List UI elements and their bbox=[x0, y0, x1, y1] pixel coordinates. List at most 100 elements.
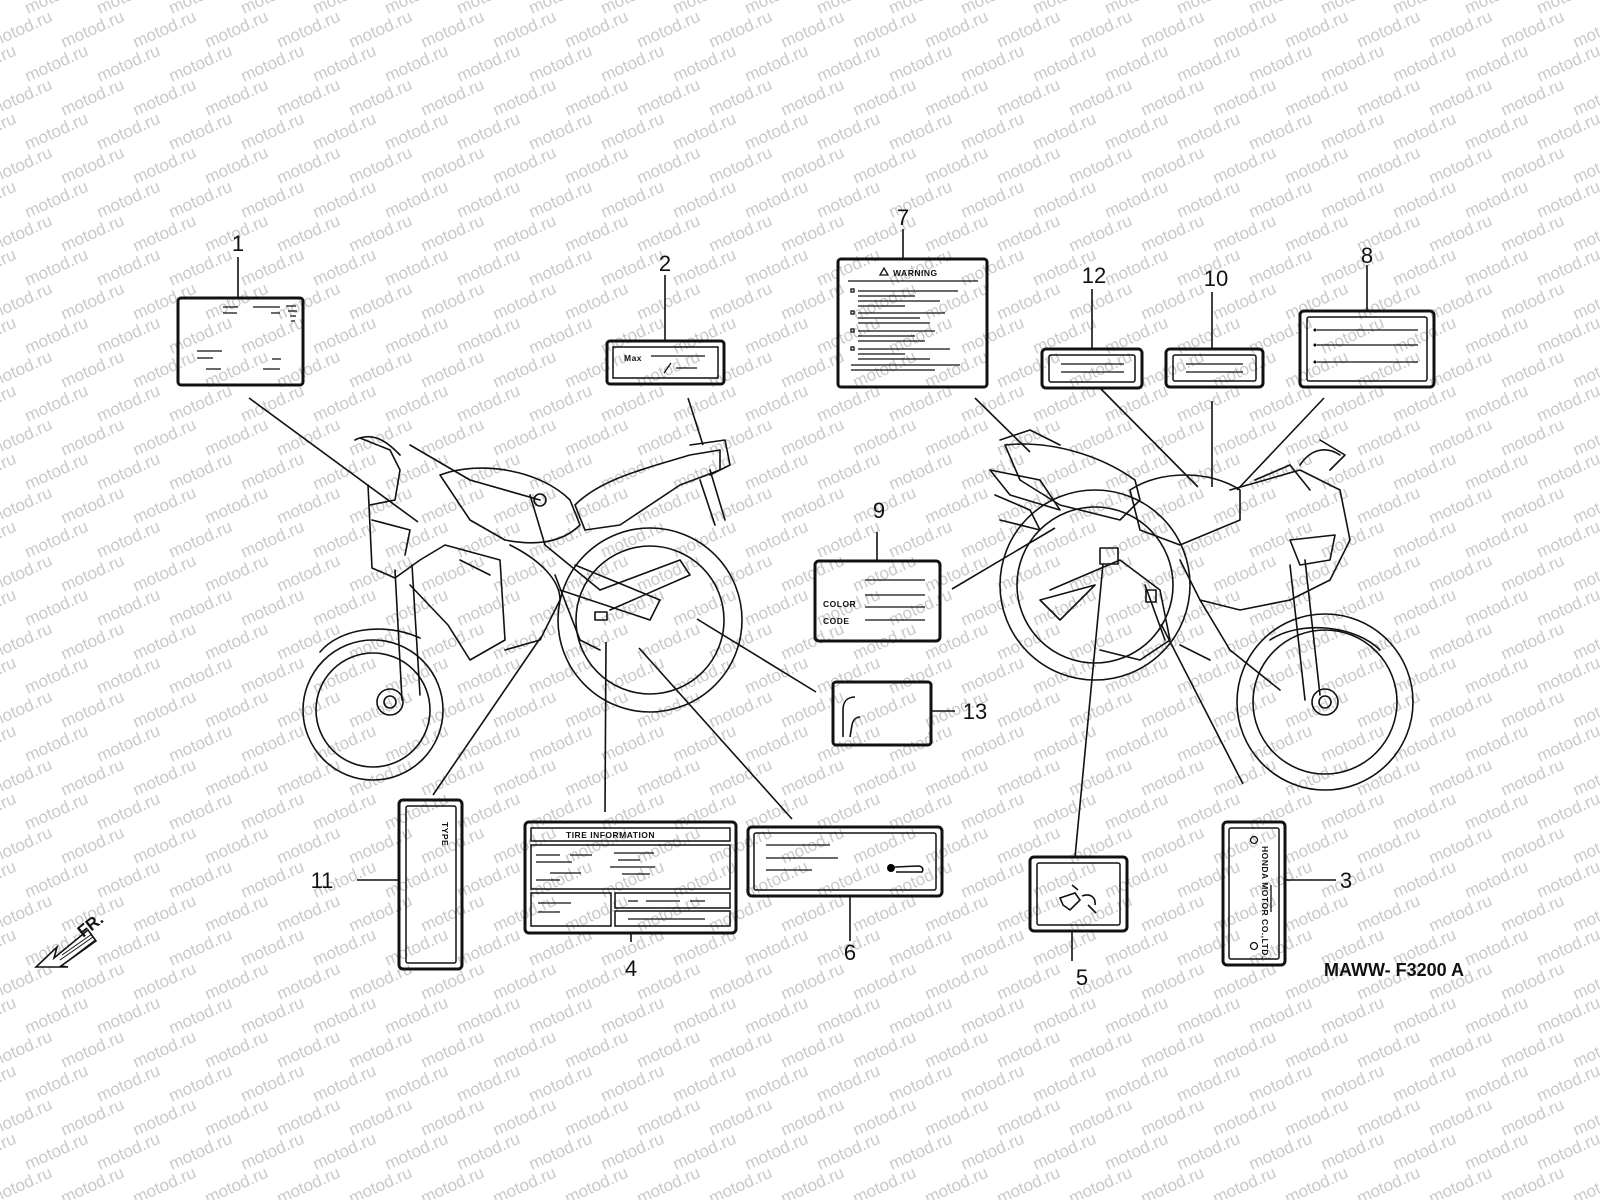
watermark-text: motod.ru bbox=[202, 75, 271, 120]
watermark-text: motod.ru bbox=[418, 1163, 487, 1200]
watermark-text: motod.ru bbox=[0, 245, 19, 290]
watermark-text: motod.ru bbox=[1138, 1027, 1207, 1072]
watermark-text: motod.ru bbox=[1390, 1129, 1459, 1174]
watermark-text: motod.ru bbox=[202, 959, 271, 1004]
watermark-text: motod.ru bbox=[1282, 211, 1351, 256]
watermark-text: motod.ru bbox=[1030, 1129, 1099, 1174]
watermark-text: motod.ru bbox=[166, 1061, 235, 1106]
watermark-text: motod.ru bbox=[1318, 1061, 1387, 1106]
watermark-text: motod.ru bbox=[1498, 687, 1567, 732]
watermark-text: motod.ru bbox=[454, 585, 523, 630]
watermark-text: motod.ru bbox=[922, 483, 991, 528]
watermark-text: motod.ru bbox=[1174, 857, 1243, 902]
watermark-text: motod.ru bbox=[706, 1163, 775, 1200]
watermark-text: motod.ru bbox=[958, 245, 1027, 290]
watermark-text: motod.ru bbox=[922, 755, 991, 800]
watermark-text: motod.ru bbox=[598, 789, 667, 834]
watermark-text: motod.ru bbox=[166, 857, 235, 902]
watermark-text: motod.ru bbox=[706, 687, 775, 732]
watermark-text: motod.ru bbox=[1210, 1163, 1279, 1200]
watermark-text: motod.ru bbox=[1426, 143, 1495, 188]
watermark-text: motod.ru bbox=[418, 75, 487, 120]
watermark-text: motod.ru bbox=[706, 143, 775, 188]
watermark-text: motod.ru bbox=[1498, 279, 1567, 324]
watermark-text: motod.ru bbox=[1462, 449, 1531, 494]
watermark-text: motod.ru bbox=[1354, 891, 1423, 936]
watermark-text: motod.ru bbox=[1066, 1095, 1135, 1140]
label-11-type-text: TYPE bbox=[440, 822, 450, 846]
watermark-text: motod.ru bbox=[1462, 857, 1531, 902]
watermark-text: motod.ru bbox=[310, 517, 379, 562]
watermark-text: motod.ru bbox=[562, 891, 631, 936]
watermark-text: motod.ru bbox=[202, 1095, 271, 1140]
watermark-text: motod.ru bbox=[454, 1129, 523, 1174]
watermark-text: motod.ru bbox=[1030, 517, 1099, 562]
watermark-text: motod.ru bbox=[598, 245, 667, 290]
watermark-text: motod.ru bbox=[742, 721, 811, 766]
watermark-text: motod.ru bbox=[490, 279, 559, 324]
watermark-text: motod.ru bbox=[562, 279, 631, 324]
watermark-text: motod.ru bbox=[130, 1163, 199, 1200]
label-1-graphic bbox=[176, 296, 305, 387]
watermark-text: motod.ru bbox=[562, 687, 631, 732]
watermark-text: motod.ru bbox=[922, 7, 991, 52]
watermark-text: motod.ru bbox=[202, 891, 271, 936]
callout-10: 10 bbox=[1204, 266, 1228, 291]
watermark-text: motod.ru bbox=[94, 857, 163, 902]
watermark-text: motod.ru bbox=[742, 109, 811, 154]
watermark-text: motod.ru bbox=[1354, 1095, 1423, 1140]
watermark-text: motod.ru bbox=[922, 891, 991, 936]
watermark-text: motod.ru bbox=[166, 449, 235, 494]
watermark-text: motod.ru bbox=[94, 1129, 163, 1174]
watermark-text: motod.ru bbox=[130, 1027, 199, 1072]
watermark-text: motod.ru bbox=[526, 41, 595, 86]
watermark-text: motod.ru bbox=[922, 1027, 991, 1072]
watermark-text: motod.ru bbox=[1318, 313, 1387, 358]
watermark-text: motod.ru bbox=[310, 313, 379, 358]
watermark-text: motod.ru bbox=[922, 1163, 991, 1200]
watermark-text: motod.ru bbox=[994, 959, 1063, 1004]
watermark-text: motod.ru bbox=[238, 313, 307, 358]
watermark-text: motod.ru bbox=[706, 211, 775, 256]
watermark-text: motod.ru bbox=[1138, 7, 1207, 52]
watermark-text: motod.ru bbox=[274, 1027, 343, 1072]
watermark-text: motod.ru bbox=[1462, 177, 1531, 222]
watermark-text: motod.ru bbox=[22, 109, 91, 154]
watermark-text: motod.ru bbox=[1390, 653, 1459, 698]
watermark-text: motod.ru bbox=[58, 959, 127, 1004]
watermark-text: motod.ru bbox=[1498, 1163, 1567, 1200]
watermark-text: motod.ru bbox=[1498, 959, 1567, 1004]
watermark-text: motod.ru bbox=[850, 891, 919, 936]
label-11-graphic: TYPE bbox=[397, 798, 464, 971]
watermark-text: motod.ru bbox=[778, 483, 847, 528]
watermark-text: motod.ru bbox=[562, 7, 631, 52]
watermark-text: motod.ru bbox=[490, 619, 559, 664]
watermark-text: motod.ru bbox=[454, 517, 523, 562]
watermark-text: motod.ru bbox=[382, 313, 451, 358]
watermark-text: motod.ru bbox=[850, 415, 919, 460]
watermark-text: motod.ru bbox=[1210, 143, 1279, 188]
watermark-text: motod.ru bbox=[1534, 1061, 1600, 1106]
watermark-text: motod.ru bbox=[958, 1061, 1027, 1106]
watermark-text: motod.ru bbox=[1066, 415, 1135, 460]
watermark-text: motod.ru bbox=[1318, 993, 1387, 1038]
watermark-text: motod.ru bbox=[238, 925, 307, 970]
watermark-text: motod.ru bbox=[22, 585, 91, 630]
watermark-text: motod.ru bbox=[1354, 551, 1423, 596]
watermark-text: motod.ru bbox=[1390, 1061, 1459, 1106]
watermark-text: motod.ru bbox=[1174, 449, 1243, 494]
watermark-text: motod.ru bbox=[1498, 211, 1567, 256]
watermark-text: motod.ru bbox=[778, 1027, 847, 1072]
watermark-text: motod.ru bbox=[310, 1129, 379, 1174]
watermark-text: motod.ru bbox=[1462, 517, 1531, 562]
watermark-text: motod.ru bbox=[994, 1027, 1063, 1072]
watermark-text: motod.ru bbox=[1462, 313, 1531, 358]
watermark-text: motod.ru bbox=[1066, 75, 1135, 120]
watermark-text: motod.ru bbox=[0, 313, 19, 358]
watermark-text: motod.ru bbox=[958, 993, 1027, 1038]
watermark-text: motod.ru bbox=[1102, 517, 1171, 562]
watermark-text: motod.ru bbox=[418, 755, 487, 800]
watermark-text: motod.ru bbox=[490, 1163, 559, 1200]
watermark-text: motod.ru bbox=[238, 41, 307, 86]
watermark-text: motod.ru bbox=[130, 687, 199, 732]
